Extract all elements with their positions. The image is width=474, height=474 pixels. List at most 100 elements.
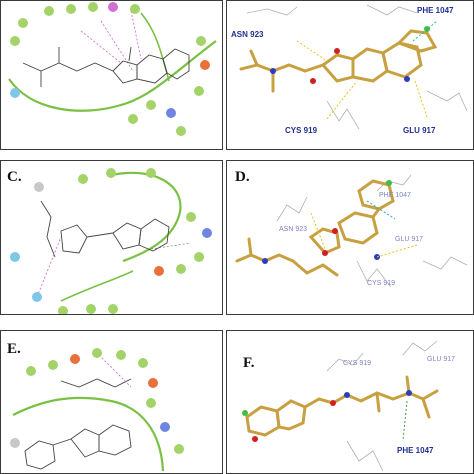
pi-stack — [366, 200, 396, 220]
residue-bubble — [186, 212, 196, 222]
panel-b-3d-pose: ASN 923 CYS 919 GLU 917 PHE 1047 — [226, 0, 474, 150]
residue-bubble — [108, 304, 118, 314]
residue-bubble — [146, 100, 156, 110]
residue-bubble — [66, 4, 76, 14]
residue-bubble — [58, 306, 68, 314]
residue-bubble — [32, 292, 42, 302]
residue-bubble — [106, 168, 116, 178]
panel-f-drawing: CYS 919 GLU 917 PHE 1047 — [242, 340, 455, 472]
protein-sticks — [276, 174, 468, 288]
residue-bubble — [148, 378, 158, 388]
oxygen-atom — [334, 48, 340, 54]
residue-bubble — [176, 264, 186, 274]
protein-sticks — [326, 340, 438, 472]
panel-label: E. — [7, 341, 21, 357]
residue-label: ASN 923 — [279, 226, 307, 233]
pocket-contour-2 — [140, 12, 170, 82]
panel-e-2d-diagram: E. — [0, 330, 223, 474]
residue-bubble — [10, 36, 20, 46]
residue-bubble — [10, 88, 20, 98]
interaction-line — [130, 10, 142, 60]
h-bond — [326, 80, 358, 120]
residue-label: ASN 923 — [231, 30, 264, 39]
residue-label: GLU 917 — [427, 356, 455, 363]
pocket-contour — [12, 396, 165, 472]
protein-sticks — [246, 4, 468, 130]
residue-bubble — [194, 86, 204, 96]
fluorine-atom — [386, 180, 392, 186]
ligand-2d — [22, 46, 190, 87]
h-bond — [402, 400, 408, 442]
residue-label: CYS 919 — [367, 280, 395, 287]
oxygen-atom — [322, 250, 328, 256]
residue-bubble — [108, 2, 118, 12]
residue-bubble — [10, 252, 20, 262]
residue-label: PHE 1047 — [397, 446, 434, 455]
residue-bubble — [78, 174, 88, 184]
oxygen-atom — [310, 78, 316, 84]
residue-bubble — [130, 4, 140, 14]
fluorine-atom — [424, 26, 430, 32]
pi-stack — [412, 20, 438, 42]
residue-bubble — [200, 60, 210, 70]
residue-bubble — [154, 266, 164, 276]
residue-bubble — [10, 438, 20, 448]
residue-bubble — [146, 398, 156, 408]
panel-label: F. — [243, 355, 255, 371]
residue-label: PHE 1047 — [379, 192, 411, 199]
h-bond — [414, 80, 428, 118]
residue-bubble — [48, 360, 58, 370]
nitrogen-atom — [406, 390, 412, 396]
residue-bubbles — [10, 2, 210, 136]
panel-d-drawing: PHE 1047 ASN 923 GLU 917 CYS 919 — [235, 174, 468, 288]
residue-bubbles — [10, 168, 212, 314]
panel-label: C. — [7, 169, 22, 185]
residue-label: CYS 919 — [285, 126, 318, 135]
oxygen-atom — [332, 228, 338, 234]
residue-bubble — [202, 228, 212, 238]
h-bond — [296, 40, 328, 62]
nitrogen-atom — [270, 68, 276, 74]
h-bond — [310, 212, 326, 250]
interaction-line — [98, 354, 132, 388]
panel-b-drawing: ASN 923 CYS 919 GLU 917 PHE 1047 — [231, 4, 468, 135]
panel-d-3d-pose: D. PHE 1047 ASN 923 GLU 917 CYS 919 — [226, 160, 474, 315]
interaction-line — [36, 236, 62, 298]
interaction-line — [100, 20, 134, 72]
fluorine-atom — [242, 410, 248, 416]
residue-bubble — [26, 366, 36, 376]
residue-bubble — [196, 36, 206, 46]
residue-bubble — [160, 422, 170, 432]
residue-bubble — [146, 168, 156, 178]
h-bond — [376, 244, 418, 258]
residue-bubble — [92, 348, 102, 358]
residue-bubbles — [10, 348, 184, 454]
residue-bubble — [194, 252, 204, 262]
residue-bubble — [166, 108, 176, 118]
residue-bubble — [138, 358, 148, 368]
residue-bubble — [34, 182, 44, 192]
nitrogen-atom — [344, 392, 350, 398]
panel-a-2d-diagram — [0, 0, 223, 150]
oxygen-atom — [252, 436, 258, 442]
ligand-2d — [24, 378, 132, 470]
ligand-3d — [245, 375, 439, 437]
residue-bubble — [116, 350, 126, 360]
interaction-line — [80, 30, 122, 64]
ligand-3d — [235, 179, 395, 277]
panel-a-drawing — [8, 2, 217, 136]
residue-label: PHE 1047 — [417, 6, 454, 15]
interaction-line — [150, 242, 192, 250]
residue-bubble — [176, 126, 186, 136]
panel-e-drawing — [10, 348, 184, 472]
panel-c-2d-diagram: C. — [0, 160, 223, 315]
residue-bubble — [18, 18, 28, 28]
panel-f-3d-pose: F. CYS 919 GLU 917 PHE 1047 — [226, 330, 474, 474]
panel-label: D. — [235, 169, 250, 185]
residue-label: GLU 917 — [403, 126, 436, 135]
oxygen-atom — [330, 400, 336, 406]
residue-bubble — [174, 444, 184, 454]
ligand-3d — [239, 29, 438, 93]
pocket-contour-2 — [60, 270, 134, 302]
ligand-2d — [40, 200, 170, 258]
